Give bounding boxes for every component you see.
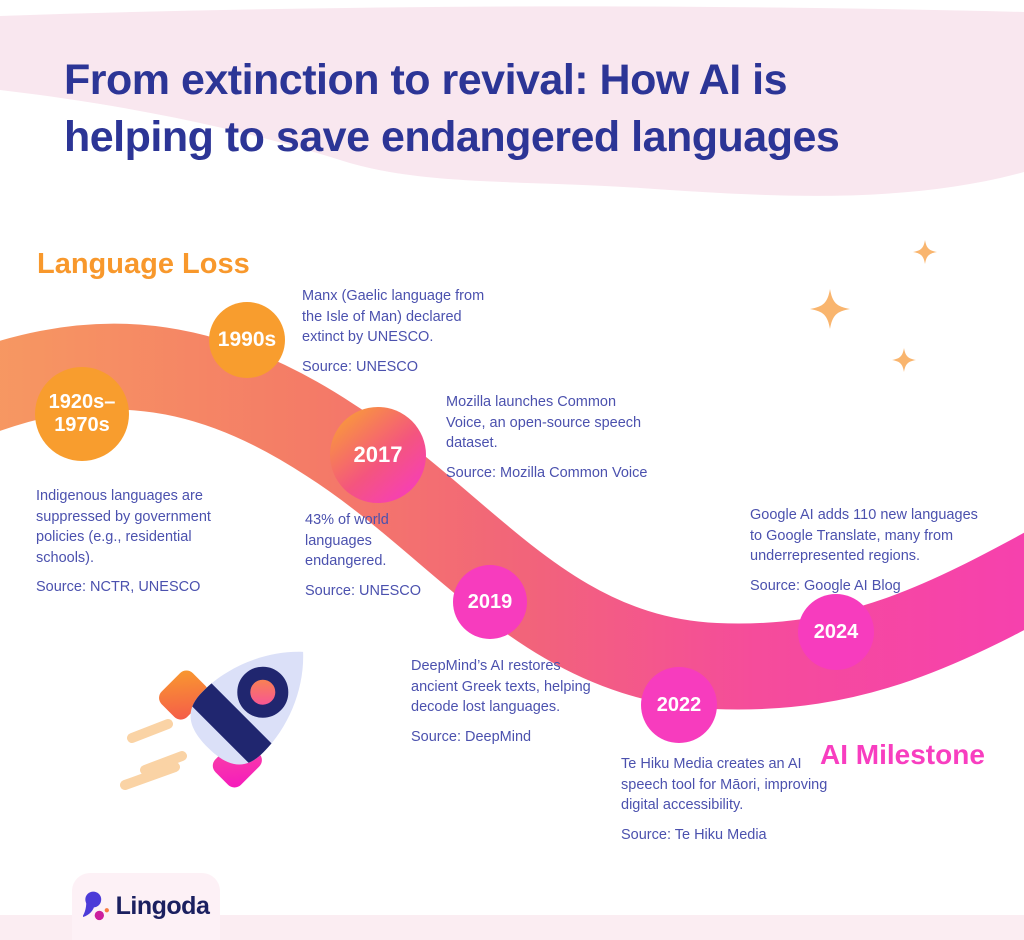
ai-milestone-label: AI Milestone <box>820 739 985 770</box>
milestone-text: Te Hiku Media creates an AI speech tool … <box>621 756 828 814</box>
milestone-text: 43% of world languages endangered. <box>305 512 389 570</box>
milestone-text: Indigenous languages are suppressed by g… <box>36 488 211 566</box>
milestone-source: Source: DeepMind <box>411 728 532 745</box>
milestone-text: Google AI adds 110 new languages to Goog… <box>750 507 978 565</box>
language-loss-label: Language Loss <box>37 248 250 280</box>
milestone-text: Mozilla launches Common Voice, an open-s… <box>446 394 642 452</box>
milestone-source: Source: Google AI Blog <box>750 577 901 594</box>
milestone-year-badge-2022: 2022 <box>641 667 717 743</box>
rocket-icon <box>120 651 304 790</box>
milestone-description-1920s: Indigenous languages are suppressed by g… <box>36 486 236 598</box>
header-wave-background <box>0 6 1024 196</box>
milestone-description-1990s: Manx (Gaelic language from the Isle of M… <box>302 286 494 377</box>
endangered-stat-block: 43% of world languages endangered. Sourc… <box>305 510 443 601</box>
milestone-text: Manx (Gaelic language from the Isle of M… <box>302 288 485 346</box>
milestone-text: DeepMind’s AI restores ancient Greek tex… <box>411 658 591 716</box>
milestone-year-badge-1990s: 1990s <box>209 302 285 378</box>
page-title-line1: From extinction to revival: How AI is <box>64 56 787 104</box>
milestone-source: Source: Mozilla Common Voice <box>446 464 648 481</box>
page-title: From extinction to revival: How AI is he… <box>64 52 964 166</box>
speed-lines <box>120 719 187 790</box>
sparkle-icon <box>810 289 850 329</box>
lingoda-comma-icon <box>82 891 109 920</box>
milestone-description-2019: DeepMind’s AI restores ancient Greek tex… <box>411 656 611 747</box>
milestone-year-badge-2024: 2024 <box>798 594 874 670</box>
sparkle-icon <box>892 348 916 372</box>
milestone-year-badge-1920s-1970s: 1920s– 1970s <box>35 367 129 461</box>
brand-name: Lingoda <box>115 892 210 920</box>
milestone-description-2017: Mozilla launches Common Voice, an open-s… <box>446 392 658 483</box>
sparkle-icon <box>913 240 937 264</box>
milestone-source: Source: UNESCO <box>302 358 419 375</box>
brand-logo: Lingoda <box>72 873 220 940</box>
milestone-source: Source: Te Hiku Media <box>621 826 767 843</box>
milestone-description-2024: Google AI adds 110 new languages to Goog… <box>750 505 982 596</box>
milestone-year-badge-2019: 2019 <box>453 565 527 639</box>
page-title-line2: helping to save endangered languages <box>64 112 840 161</box>
milestone-year-badge-2017: 2017 <box>330 407 426 503</box>
milestone-source: Source: UNESCO <box>305 582 422 599</box>
milestone-source: Source: NCTR, UNESCO <box>36 579 201 596</box>
milestone-description-2022: Te Hiku Media creates an AI speech tool … <box>621 754 829 845</box>
